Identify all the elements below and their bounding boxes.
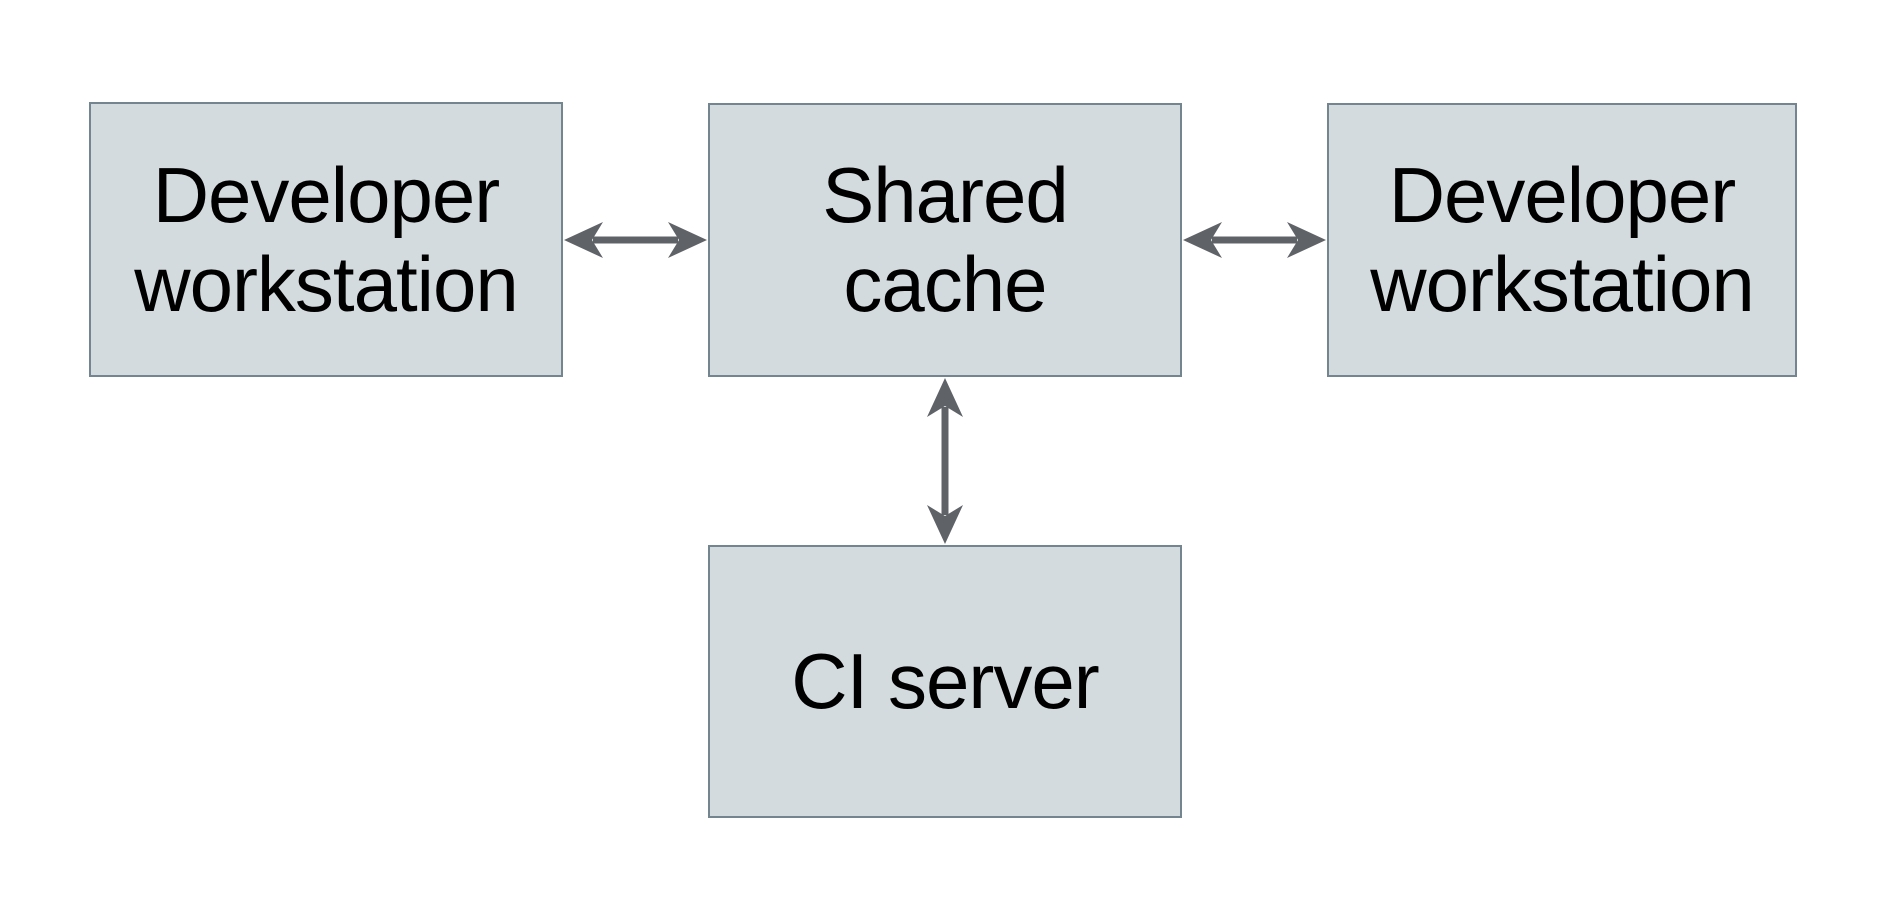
node-label-line: workstation [1370,240,1754,328]
node-label-line: Developer [152,150,501,239]
bidirectional-arrow-devleft-cache [564,222,707,258]
node-shared-cache: Shared cache [708,103,1182,377]
bidirectional-arrow-cache-ciserver [927,378,963,544]
node-label-line: Shared [822,151,1069,240]
node-developer-workstation-left: Developer workstation [89,102,563,377]
node-label-line: Developer [1388,151,1737,240]
node-label-line: CI server [791,637,1099,726]
node-label-line: cache [843,240,1047,328]
node-label-line: workstation [134,239,518,328]
node-developer-workstation-right: Developer workstation [1327,103,1797,377]
node-ci-server: CI server [708,545,1182,818]
bidirectional-arrow-cache-devright [1183,222,1326,258]
